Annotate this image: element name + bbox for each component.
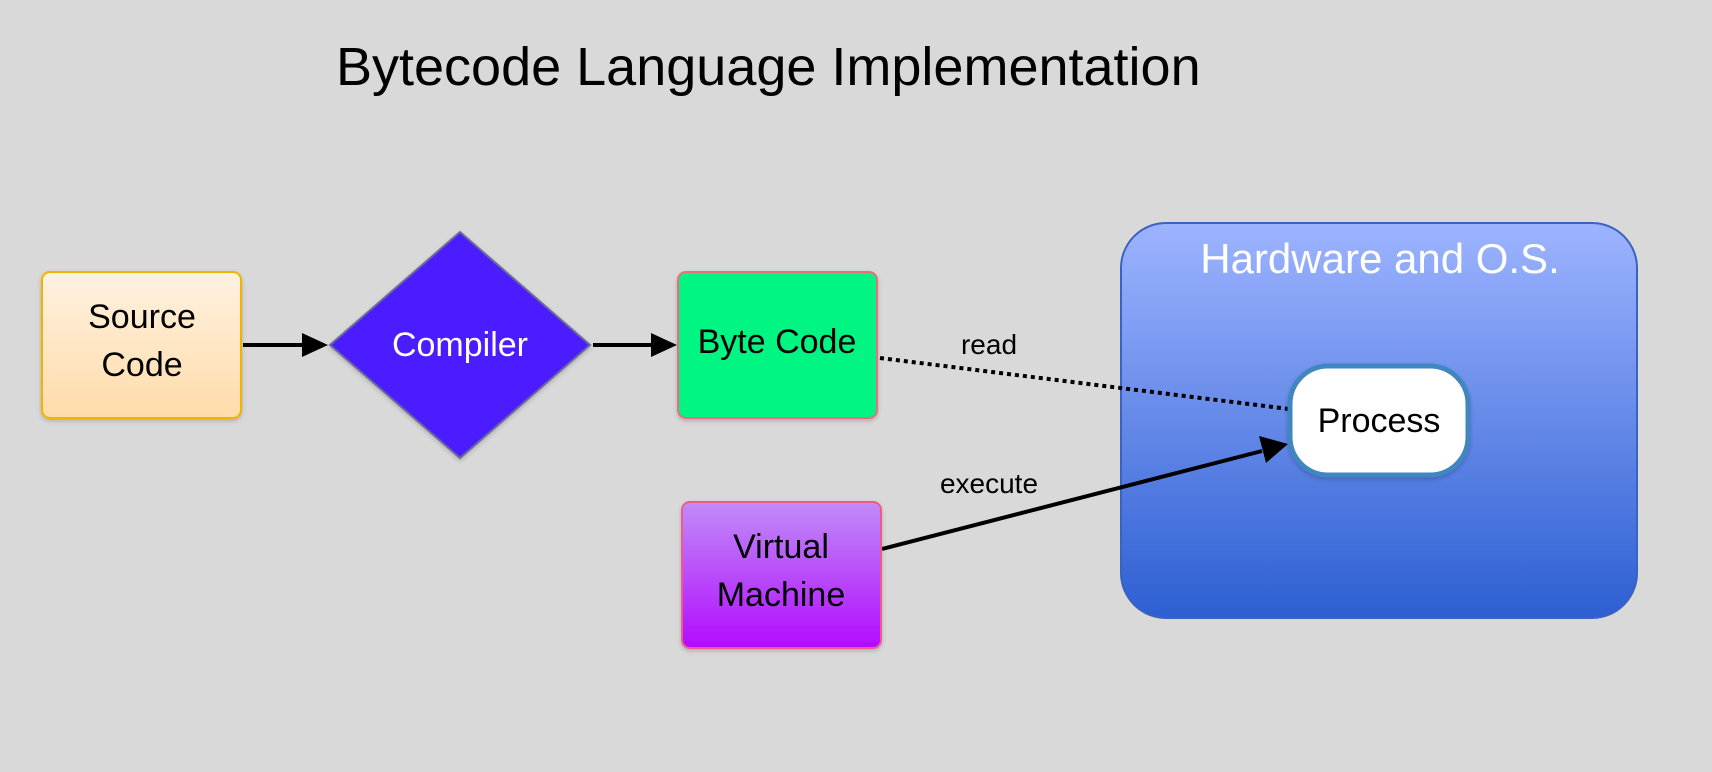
process-label: Process	[1318, 402, 1441, 440]
execute-edge: execute	[881, 436, 1288, 551]
arrow-compiler-to-bytecode	[593, 333, 677, 357]
virtual-machine-node: Virtual Machine	[681, 501, 882, 649]
byte-code-node: Byte Code	[677, 271, 878, 419]
compiler-node: Compiler	[328, 230, 592, 460]
source-code-node: Source Code	[41, 271, 242, 419]
hardware-os-label: Hardware and O.S.	[1200, 235, 1560, 282]
process-node: Process	[1287, 363, 1471, 478]
execute-label: execute	[940, 468, 1038, 499]
read-label: read	[961, 329, 1017, 360]
source-code-label-line1: Source	[88, 298, 196, 336]
virtual-machine-label-line1: Virtual	[733, 528, 829, 566]
byte-code-label: Byte Code	[698, 323, 857, 361]
virtual-machine-label-line2: Machine	[717, 576, 846, 614]
arrow-source-to-compiler	[243, 333, 328, 357]
source-code-label-line2: Code	[101, 346, 182, 384]
read-edge: read	[879, 329, 1290, 411]
compiler-label: Compiler	[392, 326, 528, 364]
diagram-title: Bytecode Language Implementation	[336, 37, 1201, 97]
